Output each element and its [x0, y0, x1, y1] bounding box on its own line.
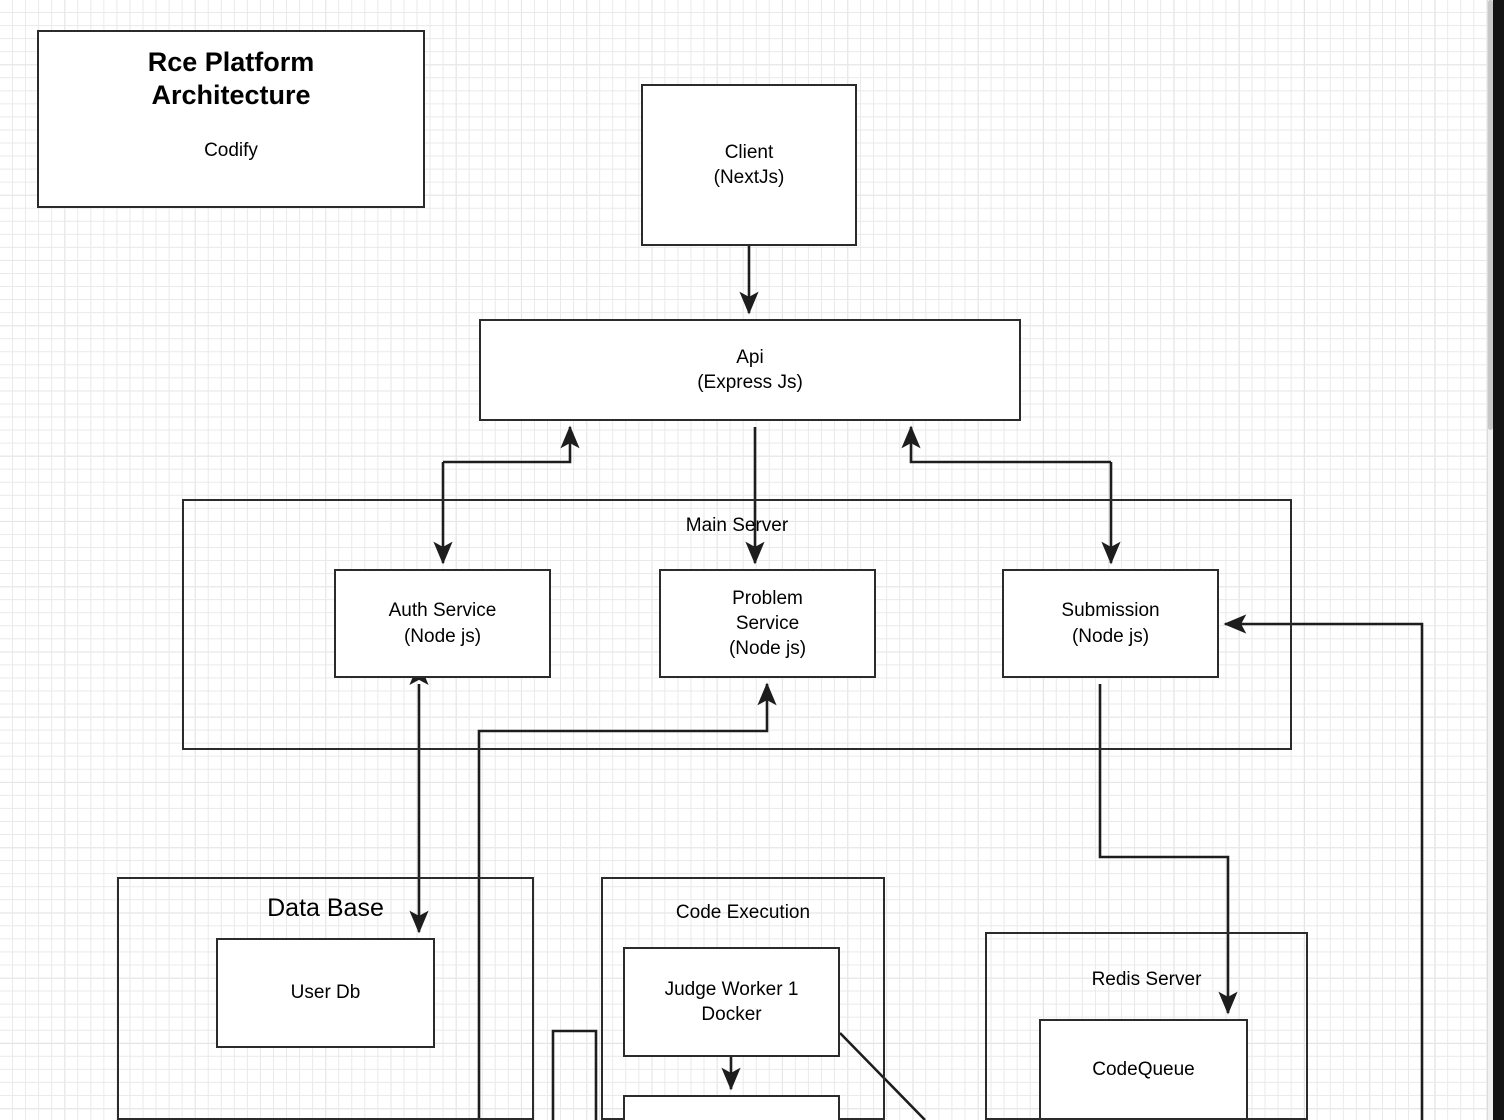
node-problem-service[interactable]: Problem Service (Node js): [659, 569, 876, 678]
node-code-queue[interactable]: CodeQueue: [1039, 1019, 1248, 1120]
node-api[interactable]: Api (Express Js): [479, 319, 1021, 421]
connector-code-execution-left-elbow: [551, 1029, 598, 1120]
group-redis-server-label: Redis Server: [1091, 969, 1202, 990]
right-gutter: [1493, 0, 1504, 1120]
connector-submission-to-api: [901, 425, 1111, 464]
group-code-execution-label: Code Execution: [675, 902, 811, 923]
node-client[interactable]: Client (NextJs): [641, 84, 857, 246]
node-judge-worker-1[interactable]: Judge Worker 1 Docker: [623, 947, 840, 1057]
node-submission[interactable]: Submission (Node js): [1002, 569, 1219, 678]
title-card[interactable]: Rce Platform Architecture Codify: [37, 30, 425, 208]
group-main-server-label: Main Server: [685, 515, 789, 536]
group-data-base-label: Data Base: [267, 894, 384, 922]
connector-auth-service-to-api: [443, 425, 580, 464]
group-main-server[interactable]: Main Server: [182, 499, 1292, 750]
node-judge-worker-2[interactable]: [623, 1095, 840, 1120]
node-user-db[interactable]: User Db: [216, 938, 435, 1048]
group-code-execution[interactable]: Code Execution: [601, 877, 885, 1120]
group-data-base[interactable]: Data Base: [117, 877, 534, 1120]
node-auth-service[interactable]: Auth Service (Node js): [334, 569, 551, 678]
title-card-heading: Rce Platform Architecture: [147, 47, 315, 110]
vertical-scrollbar-thumb[interactable]: [1488, 0, 1493, 430]
title-card-subtitle: Codify: [204, 139, 258, 161]
vertical-scrollbar[interactable]: [1487, 0, 1493, 1120]
